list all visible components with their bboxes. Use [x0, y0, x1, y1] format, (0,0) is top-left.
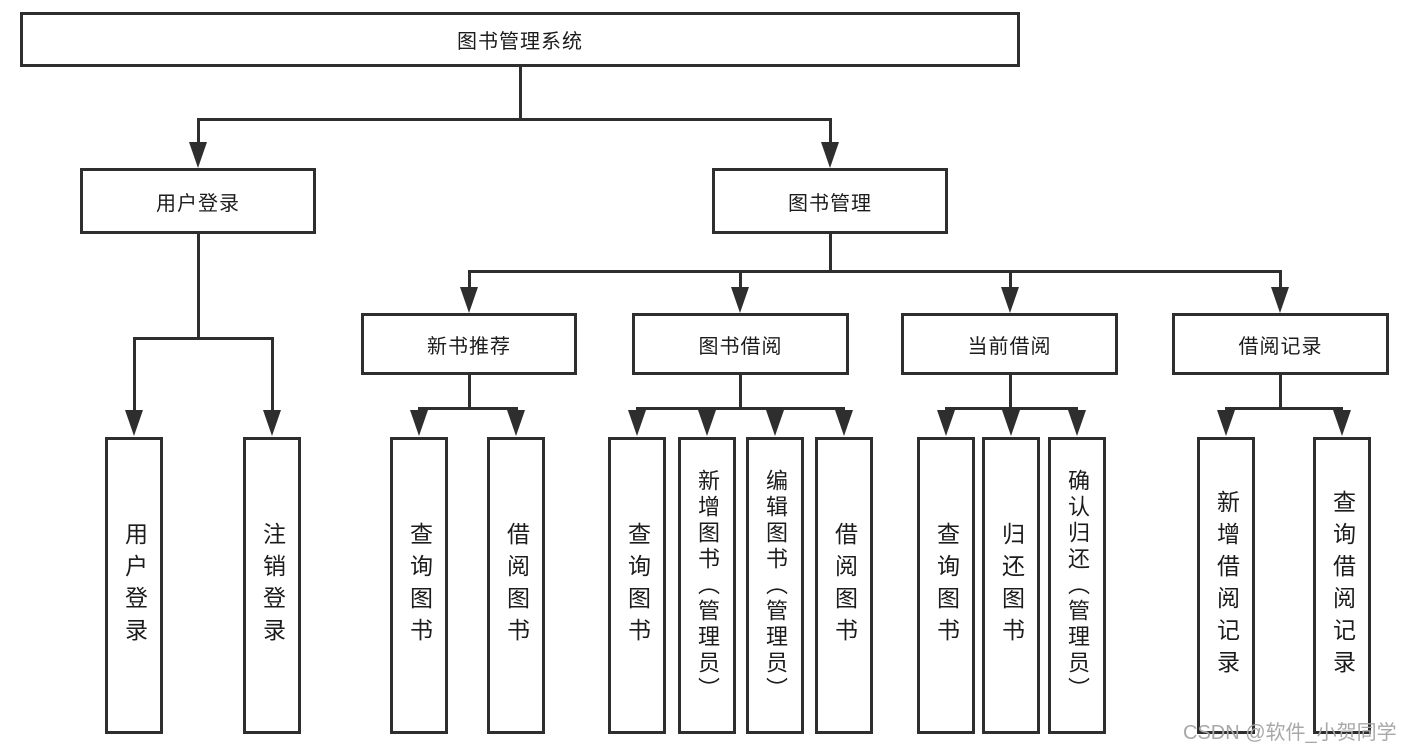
arrowhead-down-icon [507, 410, 525, 436]
arrowhead-down-icon [835, 410, 853, 436]
connector-hline [133, 337, 274, 340]
arrowhead-down-icon [1217, 410, 1235, 436]
arrowhead-down-icon [937, 410, 955, 436]
node-new-book-recommend: 新书推荐 [361, 313, 577, 375]
connector-hline [945, 407, 1078, 410]
arrowhead-down-icon [189, 142, 207, 168]
node-leaf-add-book-admin-label: 新增图书（管理员） [695, 468, 720, 703]
node-leaf-add-borrow-record: 新增借阅记录 [1197, 437, 1255, 734]
arrowhead-down-icon [1068, 410, 1086, 436]
node-leaf-logout-label: 注销登录 [259, 521, 286, 650]
connector-vline [197, 234, 200, 340]
connector-hline [636, 407, 845, 410]
arrowhead-down-icon [766, 410, 784, 436]
node-user-login-module: 用户登录 [80, 168, 316, 234]
node-leaf-borrow-books-label: 借阅图书 [831, 521, 858, 650]
node-leaf-user-login: 用户登录 [105, 437, 163, 734]
connector-vline [133, 337, 136, 411]
arrowhead-down-icon [821, 142, 839, 168]
node-leaf-user-login-label: 用户登录 [121, 521, 148, 650]
arrowhead-down-icon [1333, 410, 1351, 436]
connector-hline [418, 407, 518, 410]
node-leaf-query-books-current-label: 查询图书 [933, 521, 960, 650]
node-leaf-return-books: 归还图书 [982, 437, 1040, 734]
arrowhead-down-icon [731, 287, 749, 313]
connector-vline [468, 375, 471, 410]
arrowhead-down-icon [263, 410, 281, 436]
node-leaf-confirm-return-admin: 确认归还（管理员） [1048, 437, 1106, 734]
node-book-management: 图书管理 [712, 168, 948, 234]
node-book-borrow-label: 图书借阅 [698, 335, 783, 358]
arrowhead-down-icon [1271, 287, 1289, 313]
node-leaf-query-books-current: 查询图书 [917, 437, 975, 734]
connector-hline [197, 118, 832, 121]
node-current-borrow: 当前借阅 [901, 313, 1118, 375]
node-leaf-borrow-books: 借阅图书 [815, 437, 873, 734]
connector-vline [468, 270, 471, 288]
node-leaf-edit-book-admin: 编辑图书（管理员） [746, 437, 804, 734]
node-new-book-recommend-label: 新书推荐 [427, 335, 511, 358]
node-borrow-records-label: 借阅记录 [1238, 335, 1323, 358]
connector-hline [1225, 407, 1343, 410]
node-leaf-add-book-admin: 新增图书（管理员） [678, 437, 736, 734]
node-leaf-add-borrow-record-label: 新增借阅记录 [1213, 489, 1240, 682]
node-leaf-query-borrow-record-label: 查询借阅记录 [1329, 489, 1356, 682]
node-leaf-query-books-borrow-label: 查询图书 [624, 521, 651, 650]
arrowhead-down-icon [698, 410, 716, 436]
connector-vline [829, 234, 832, 272]
arrowhead-down-icon [1001, 287, 1019, 313]
arrowhead-down-icon [460, 287, 478, 313]
connector-vline [1009, 375, 1012, 410]
node-library-system-label: 图书管理系统 [457, 31, 583, 53]
node-leaf-logout: 注销登录 [243, 437, 301, 734]
connector-vline [519, 67, 522, 118]
watermark-text: CSDN @软件_小贺同学 [1183, 722, 1397, 744]
node-leaf-edit-book-admin-label: 编辑图书（管理员） [763, 468, 788, 703]
connector-hline [468, 270, 1282, 273]
node-leaf-confirm-return-admin-label: 确认归还（管理员） [1065, 468, 1090, 703]
node-leaf-query-borrow-record: 查询借阅记录 [1313, 437, 1371, 734]
arrowhead-down-icon [410, 410, 428, 436]
arrowhead-down-icon [125, 410, 143, 436]
connector-vline [739, 375, 742, 410]
connector-vline [829, 118, 832, 144]
connector-vline [197, 118, 200, 144]
node-user-login-module-label: 用户登录 [156, 192, 240, 215]
node-leaf-query-books-recommend: 查询图书 [390, 437, 448, 734]
node-leaf-return-books-label: 归还图书 [998, 521, 1025, 650]
node-current-borrow-label: 当前借阅 [967, 335, 1052, 358]
connector-vline [271, 337, 274, 411]
node-book-borrow: 图书借阅 [632, 313, 849, 375]
node-leaf-query-books-recommend-label: 查询图书 [406, 521, 433, 650]
connector-vline [1279, 270, 1282, 288]
connector-vline [739, 270, 742, 288]
node-leaf-query-books-borrow: 查询图书 [608, 437, 666, 734]
arrowhead-down-icon [628, 410, 646, 436]
arrowhead-down-icon [1002, 410, 1020, 436]
connector-vline [1009, 270, 1012, 288]
node-library-system: 图书管理系统 [20, 12, 1020, 67]
node-leaf-borrow-books-recommend: 借阅图书 [487, 437, 545, 734]
node-book-management-label: 图书管理 [788, 192, 872, 215]
node-leaf-borrow-books-recommend-label: 借阅图书 [503, 521, 530, 650]
node-borrow-records: 借阅记录 [1172, 313, 1389, 375]
connector-vline [1279, 375, 1282, 410]
